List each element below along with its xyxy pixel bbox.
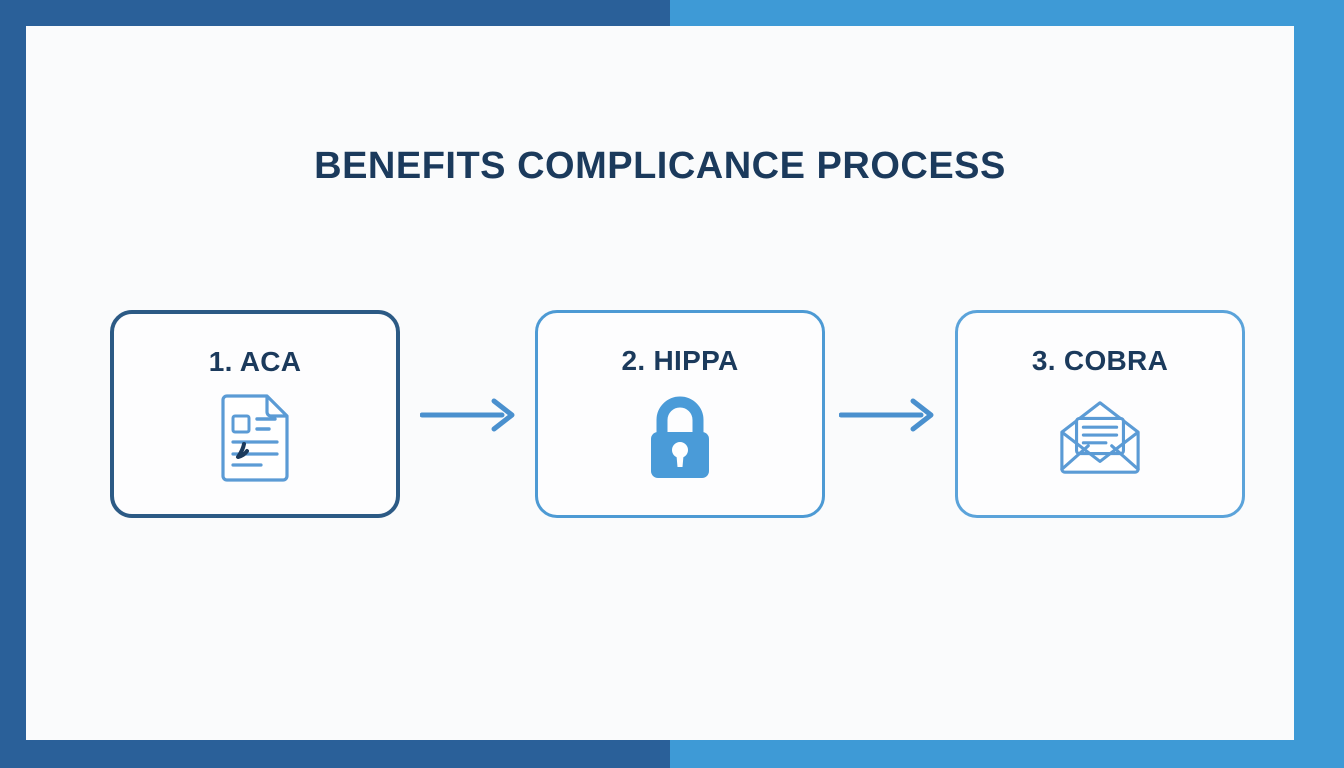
arrow-right-icon bbox=[839, 398, 941, 432]
arrow-right-icon bbox=[420, 398, 522, 432]
open-envelope-icon bbox=[1057, 391, 1143, 483]
step-label-aca: 1. ACA bbox=[208, 346, 302, 377]
step-label-cobra: 3. COBRA bbox=[1031, 345, 1169, 376]
page-title: BENEFITS COMPLICANCE PROCESS bbox=[314, 145, 1006, 187]
frame-left-edge bbox=[0, 0, 6, 768]
process-flow: 1. ACA bbox=[26, 310, 1294, 518]
process-step-cobra[interactable]: 3. COBRA bbox=[955, 310, 1245, 518]
document-checklist-icon bbox=[212, 392, 298, 484]
content-area: BENEFITS COMPLICANCE PROCESS 1. ACA bbox=[26, 26, 1294, 740]
process-step-hippa[interactable]: 2. HIPPA bbox=[535, 310, 825, 518]
process-step-aca[interactable]: 1. ACA bbox=[110, 310, 400, 518]
step-label-hippa: 2. HIPPA bbox=[621, 345, 739, 376]
padlock-icon bbox=[637, 391, 723, 483]
